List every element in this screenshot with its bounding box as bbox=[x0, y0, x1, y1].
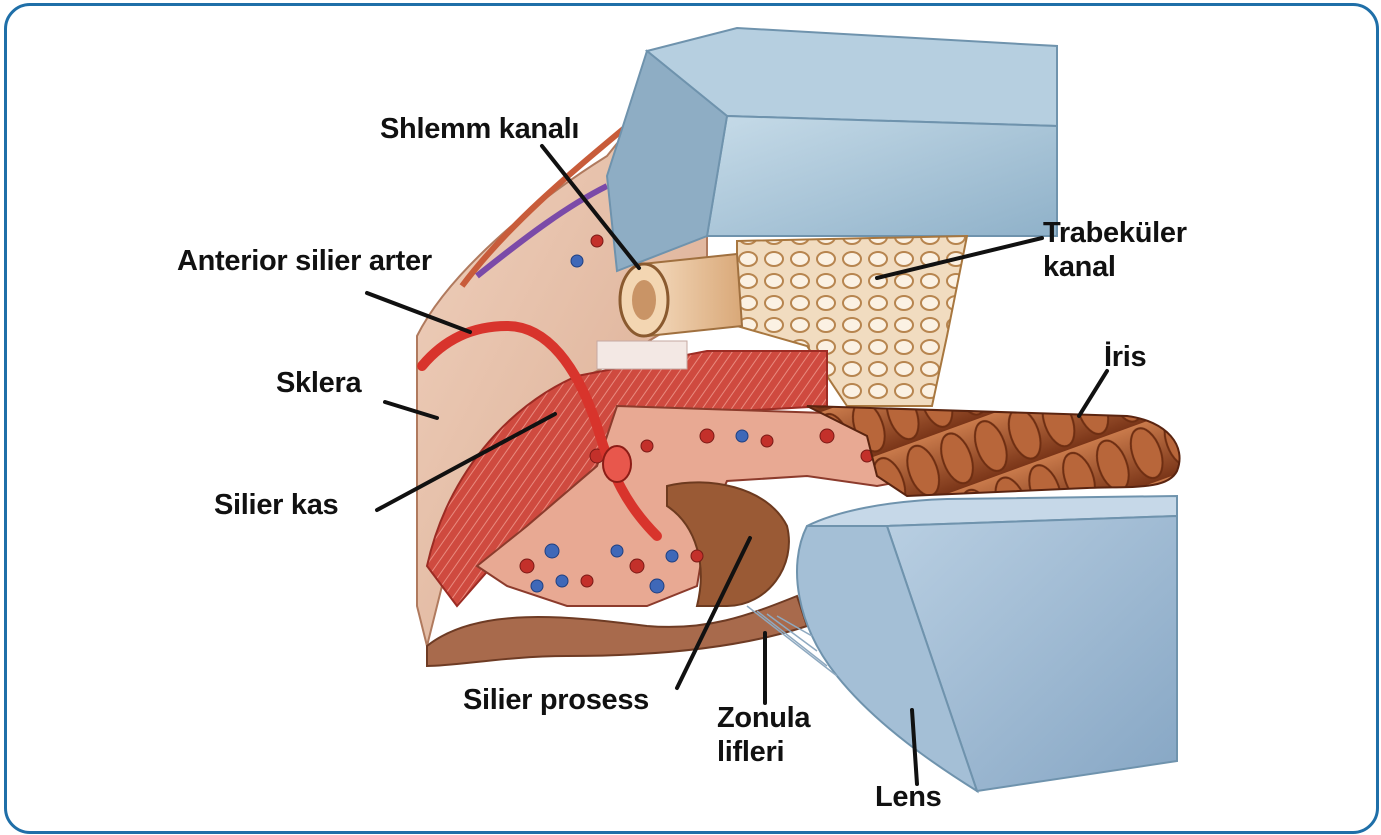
label-zonula-fibers: Zonula lifleri bbox=[717, 701, 810, 769]
leader-iris bbox=[1079, 371, 1107, 416]
diagram-frame bbox=[4, 3, 1379, 834]
label-schlemm-canal: Shlemm kanalı bbox=[380, 112, 579, 146]
label-zonula-line2: lifleri bbox=[717, 735, 810, 769]
label-iris: İris bbox=[1104, 340, 1146, 374]
eye-anatomy-illustration bbox=[7, 6, 1376, 831]
label-anterior-ciliary-artery: Anterior silier arter bbox=[177, 244, 432, 278]
label-lens: Lens bbox=[875, 780, 942, 814]
label-trabecular-line1: Trabeküler bbox=[1043, 216, 1187, 250]
label-zonula-line1: Zonula bbox=[717, 701, 810, 735]
label-trabecular-canal: Trabeküler kanal bbox=[1043, 216, 1187, 284]
label-ciliary-muscle: Silier kas bbox=[214, 488, 338, 522]
label-sclera: Sklera bbox=[276, 366, 361, 400]
label-ciliary-process: Silier prosess bbox=[463, 683, 649, 717]
label-trabecular-line2: kanal bbox=[1043, 250, 1187, 284]
cornea-block-front bbox=[707, 116, 1057, 236]
ciliary-muscle-gap bbox=[597, 341, 687, 369]
